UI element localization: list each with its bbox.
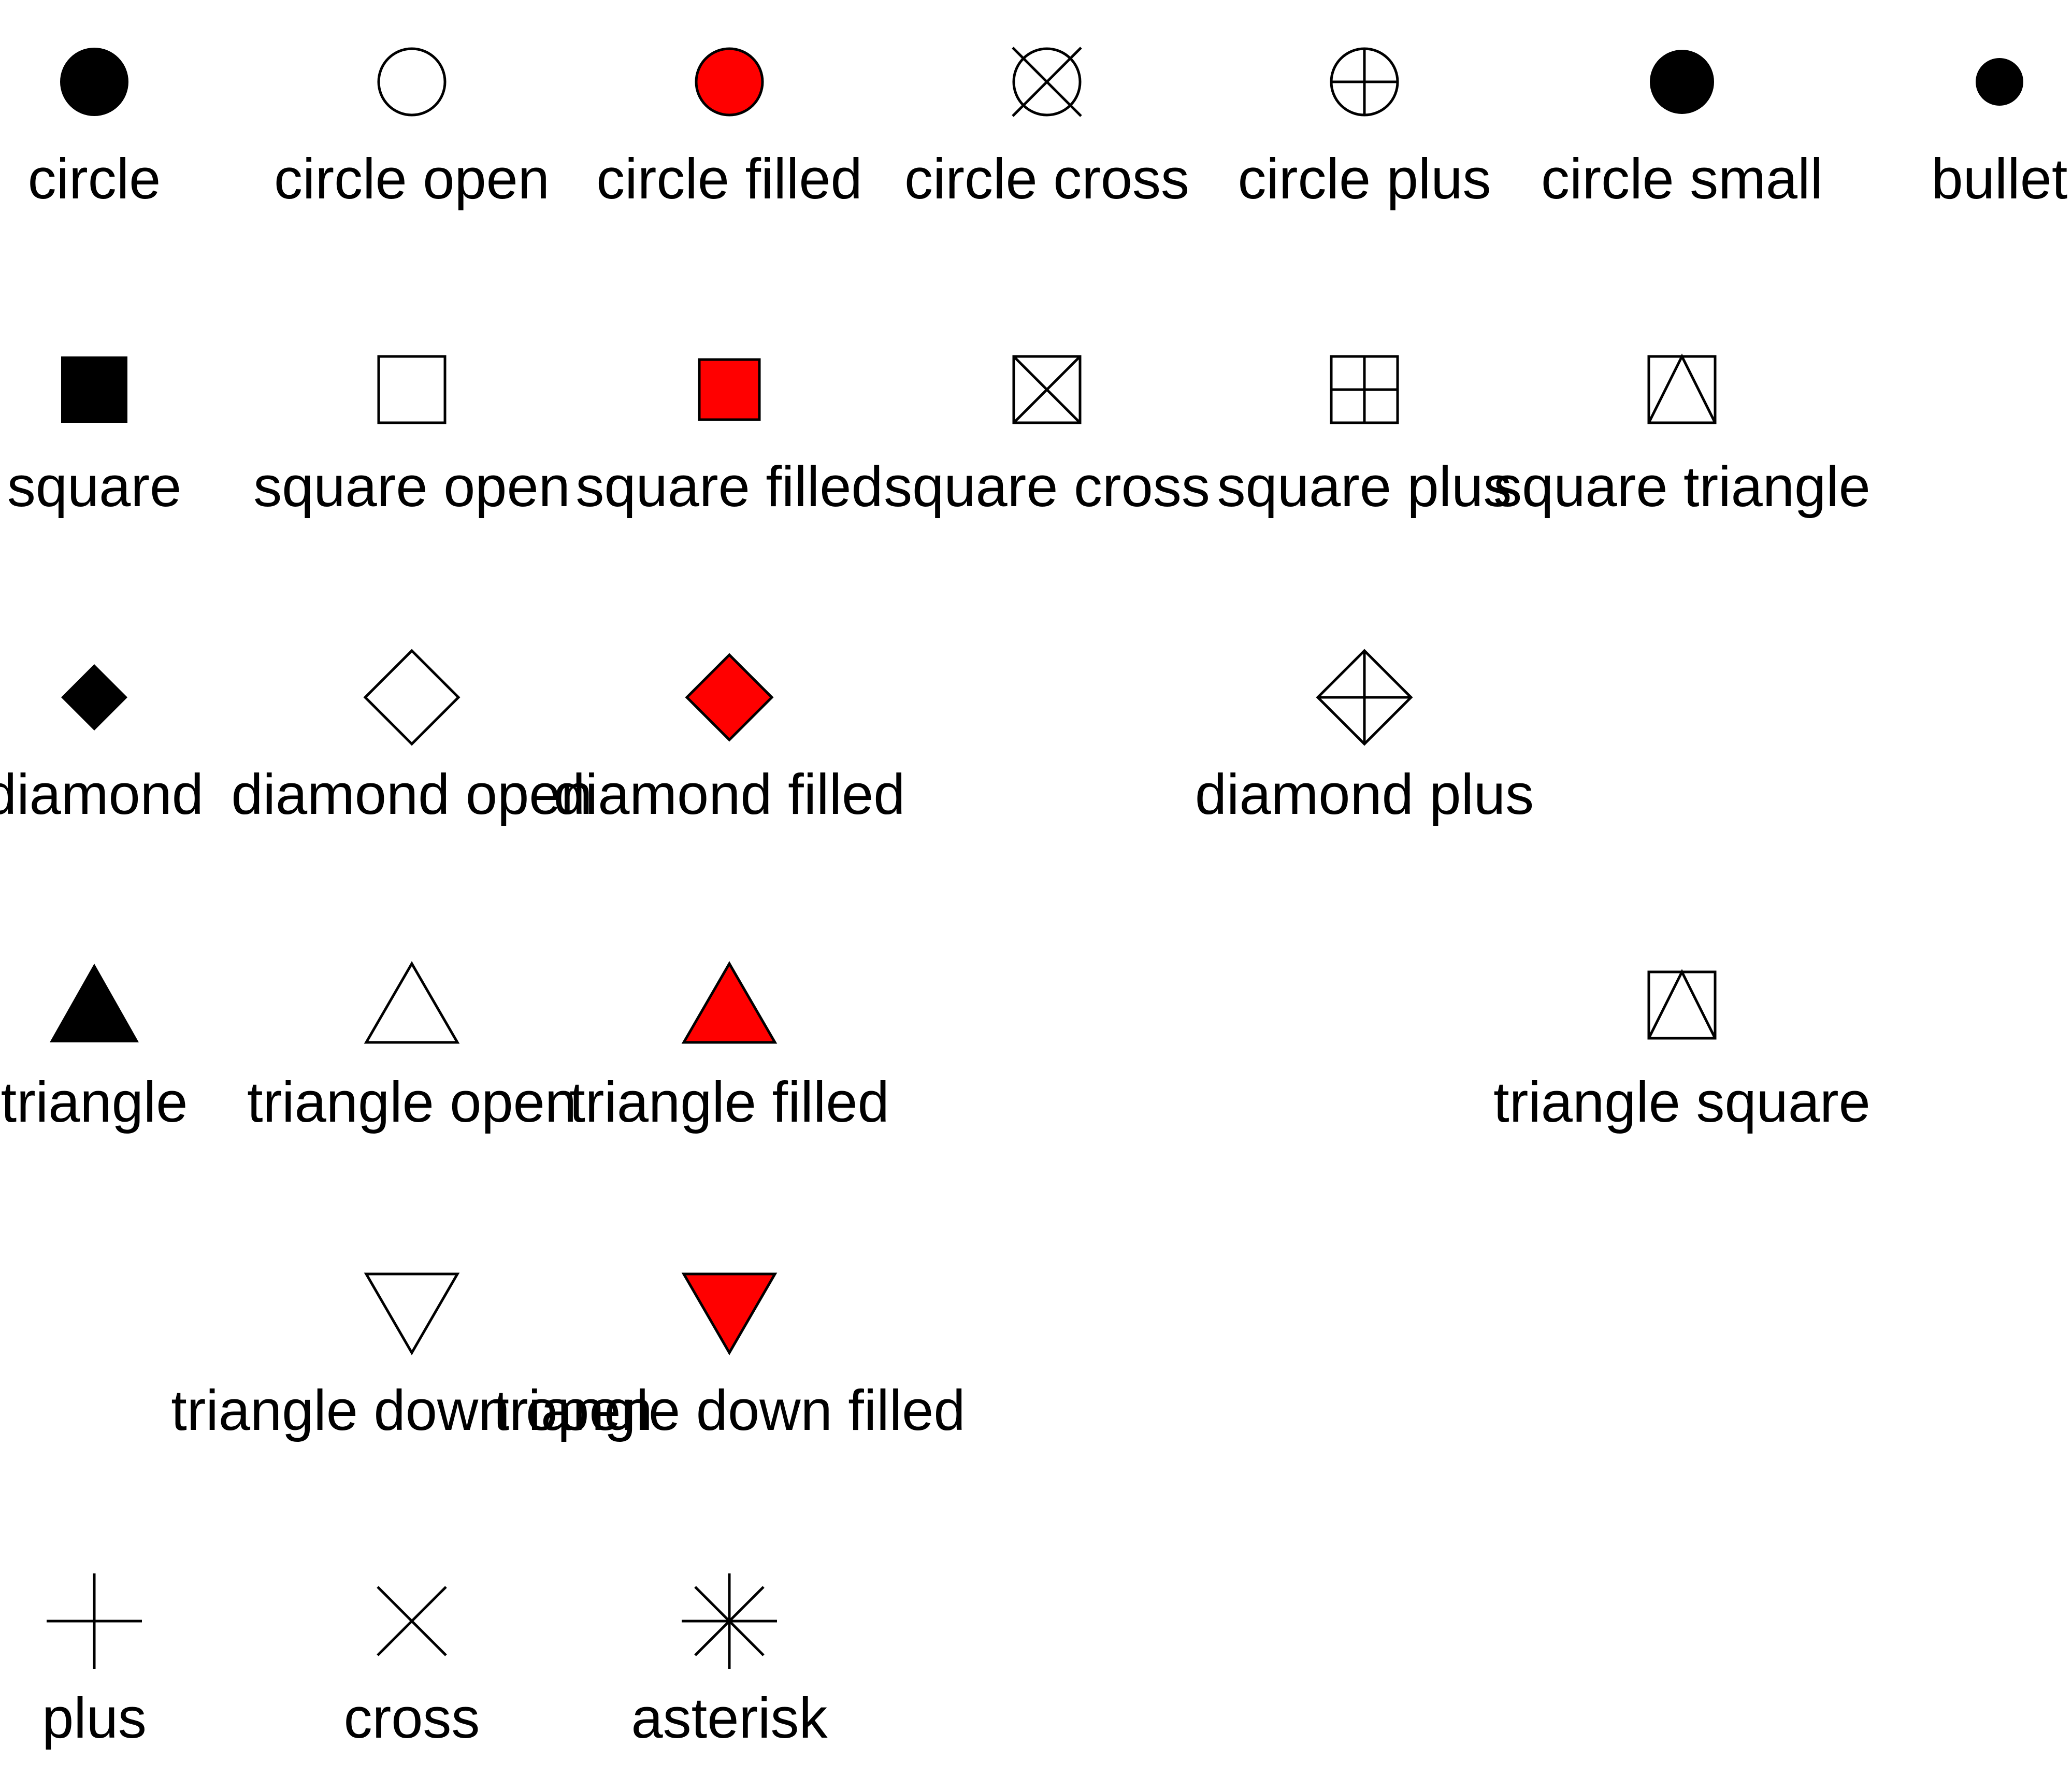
shape-label: circle small [1541, 147, 1823, 211]
shape-cell: square cross [884, 355, 1210, 519]
shape-cell: triangle open [247, 961, 577, 1134]
shape-label: triangle [1, 1070, 188, 1134]
shape-label: cross [344, 1686, 480, 1750]
circle-cross-icon [1012, 47, 1082, 117]
shape-cell: square filled [575, 358, 883, 519]
triangle-square-icon [1647, 969, 1717, 1040]
shape-cell: triangle filled [569, 961, 889, 1134]
shape-cell: cross [344, 1586, 480, 1750]
shape-cell: square triangle [1493, 353, 1870, 519]
triangle-filled-icon [681, 961, 778, 1044]
diamond-plus-icon [1316, 649, 1413, 746]
shape-label: triangle filled [569, 1070, 889, 1134]
shape-cell: plus [42, 1573, 147, 1750]
shape-cell: square open [253, 355, 570, 519]
shape-cell: circle small [1541, 50, 1823, 211]
asterisk-icon [682, 1573, 777, 1669]
shape-cell: circle plus [1238, 47, 1491, 211]
shape-cell: triangle down open [171, 1272, 653, 1442]
shape-label: triangle square [1493, 1070, 1870, 1134]
shape-label: asterisk [631, 1686, 828, 1750]
square-filled-icon [698, 358, 761, 421]
shape-label: diamond open [231, 763, 592, 826]
shape-label: square triangle [1493, 455, 1870, 519]
shape-label: square [7, 455, 181, 519]
shape-label: circle plus [1238, 147, 1491, 211]
shape-cell: asterisk [631, 1573, 828, 1750]
triangle-open-icon [364, 961, 460, 1044]
shape-cell: circle [28, 48, 161, 211]
bullet-icon [1976, 58, 2023, 106]
square-triangle-icon [1647, 353, 1717, 424]
shape-label: circle [28, 147, 161, 211]
shape-label: diamond plus [1195, 763, 1534, 826]
shape-cell: diamond plus [1195, 649, 1534, 826]
triangle-down-open-icon [364, 1272, 460, 1355]
shape-cell: diamond filled [554, 653, 905, 826]
shape-label: square open [253, 455, 570, 519]
shape-cell: diamond [0, 664, 204, 826]
shape-label: triangle open [247, 1070, 577, 1134]
shape-cell: diamond open [231, 649, 593, 826]
triangle-icon [50, 964, 139, 1042]
shape-label: circle open [274, 147, 550, 211]
shape-cell: circle cross [904, 47, 1189, 211]
shape-label: plus [42, 1686, 147, 1750]
shape-label: square plus [1217, 455, 1512, 519]
diamond-icon [61, 664, 127, 731]
shape-label: triangle down filled [493, 1379, 965, 1442]
shape-cell: triangle down filled [493, 1272, 966, 1442]
square-cross-icon [1012, 355, 1082, 424]
shape-cell: square [7, 356, 181, 519]
shape-cell: square plus [1217, 355, 1512, 519]
shape-label: triangle down open [171, 1379, 653, 1442]
shape-label: circle filled [596, 147, 862, 211]
shape-label: diamond filled [554, 763, 905, 826]
circle-open-icon [377, 47, 447, 117]
triangle-down-filled-icon [681, 1272, 778, 1355]
circle-icon [60, 48, 128, 116]
shape-label: circle cross [904, 147, 1189, 211]
shape-label: square cross [884, 455, 1210, 519]
circle-plus-icon [1330, 47, 1399, 117]
circle-small-icon [1650, 50, 1714, 114]
square-plus-icon [1330, 355, 1399, 424]
shape-label: diamond [0, 763, 204, 826]
square-open-icon [377, 355, 447, 424]
shape-cell: triangle square [1493, 969, 1870, 1134]
shape-cell: circle filled [596, 47, 862, 211]
cross-icon [377, 1586, 447, 1656]
shape-grid: circle circle open circle filled circle cro… [0, 47, 2068, 1750]
diamond-filled-icon [685, 653, 774, 742]
plus-icon [47, 1573, 142, 1669]
square-icon [61, 356, 127, 423]
shape-cell: circle open [274, 47, 550, 211]
diamond-open-icon [363, 649, 461, 746]
shape-cell: bullet [1932, 58, 2068, 211]
shape-label: bullet [1932, 147, 2068, 211]
shape-cell: triangle [1, 964, 188, 1134]
circle-filled-icon [695, 47, 764, 117]
shape-label: square filled [575, 455, 883, 519]
